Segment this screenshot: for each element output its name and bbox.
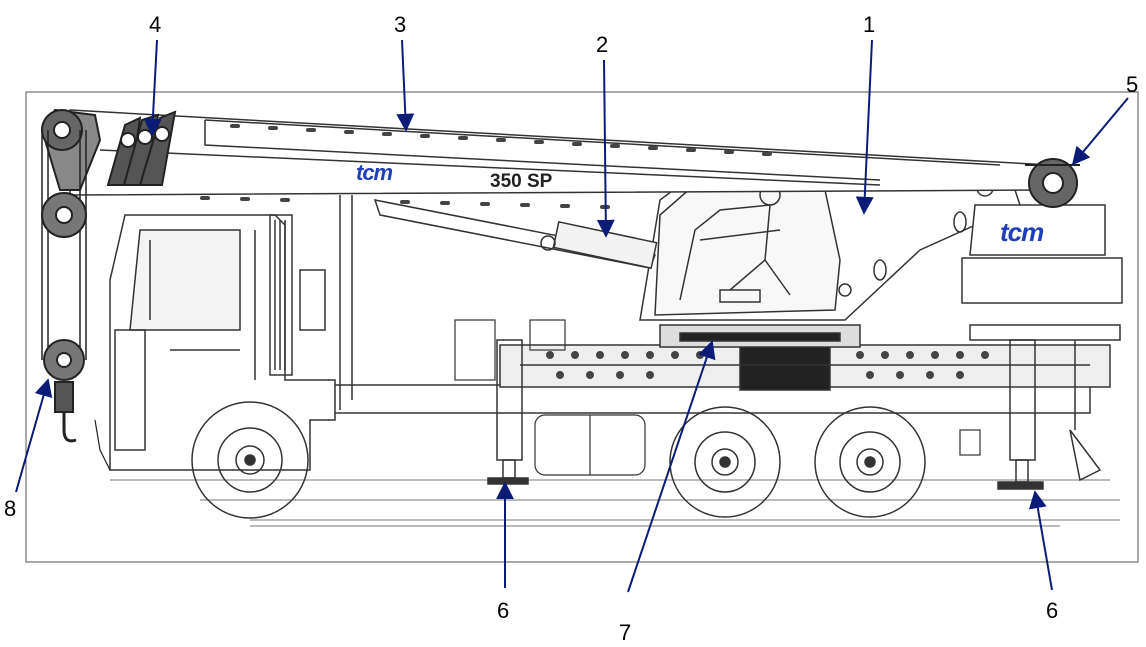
callout-4: 4 [149, 12, 162, 37]
hoist-ropes [41, 130, 87, 360]
frame-border [25, 91, 1139, 563]
counterweight [961, 204, 1123, 304]
outrigger-rear [969, 324, 1121, 490]
arrow-7 [627, 340, 716, 593]
arrow-6b [1028, 490, 1053, 591]
callout-6-rear: 6 [1046, 598, 1059, 623]
outrigger-front [487, 339, 529, 485]
callout-arrows [15, 39, 1129, 593]
callout-6-front: 6 [497, 598, 510, 623]
fuel-tanks [454, 319, 981, 476]
arrow-3 [396, 39, 415, 132]
arrow-5 [1071, 97, 1129, 166]
rear-sheave [1025, 158, 1080, 208]
ground-lines [110, 479, 1120, 527]
rear-wheel-1 [669, 406, 781, 518]
slewing-ring [659, 324, 861, 348]
rear-wheel-2 [814, 406, 926, 518]
callout-5: 5 [1126, 72, 1139, 97]
hook-block [43, 339, 111, 471]
arrow-1 [855, 39, 874, 215]
arrow-8 [15, 378, 53, 493]
truck-chassis [329, 344, 1111, 414]
boom-logo: tcm [356, 160, 393, 185]
lift-cylinder [373, 199, 658, 270]
callout-3: 3 [394, 12, 407, 37]
callout-8: 8 [4, 496, 17, 521]
counterweight-logo: tcm [1000, 217, 1044, 247]
callout-1: 1 [863, 12, 876, 37]
boom-holes [200, 124, 772, 209]
arrow-4 [143, 39, 162, 137]
callout-7: 7 [619, 620, 632, 645]
front-wheel [191, 401, 309, 519]
upper-hook-pulley [41, 192, 87, 238]
arrow-2 [596, 59, 615, 238]
callout-2: 2 [596, 32, 609, 57]
truck-cab [109, 214, 336, 471]
model-label: 350 SP [490, 171, 553, 192]
turret [639, 164, 1021, 321]
